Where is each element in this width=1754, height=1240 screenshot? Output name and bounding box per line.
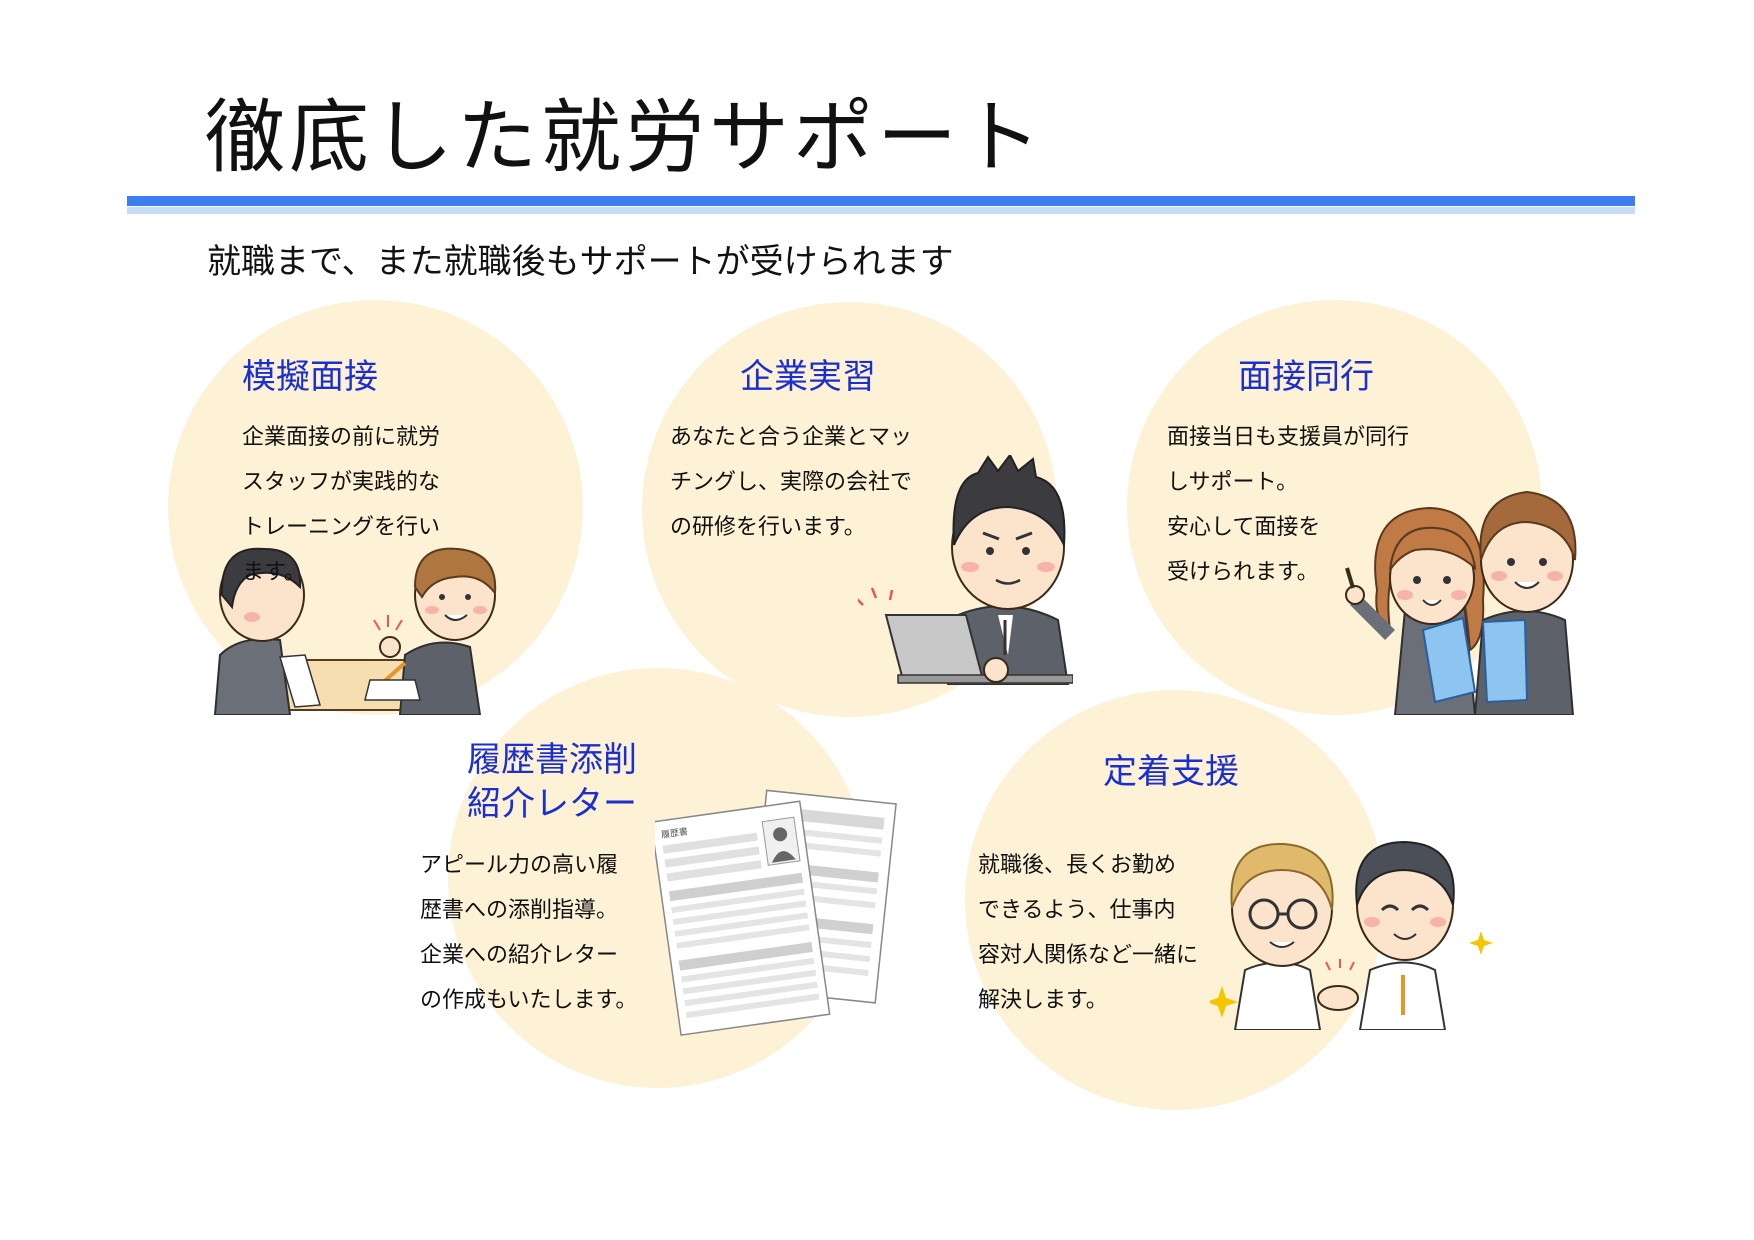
card-body-line: 面接当日も支援員が同行 — [1167, 425, 1410, 450]
title-underline — [127, 196, 1635, 206]
card-body-line: スタッフが実践的な — [242, 470, 441, 495]
mock-interview-illustration — [213, 547, 497, 715]
card-body-mock-interview: 企業面接の前に就労 スタッフが実践的な トレーニングを行い ます。 — [242, 415, 440, 595]
card-body-interview-accompany: 面接当日も支援員が同行 しサポート。 安心して面接を 受けられます。 — [1167, 415, 1409, 595]
resume-documents-illustration: 履歴書 — [655, 789, 897, 1036]
card-body-line: 企業への紹介レター — [420, 943, 619, 968]
card-heading-retention: 定着支援 — [1103, 752, 1239, 792]
card-body-line: の研修を行います。 — [670, 515, 866, 540]
card-body-line: 受けられます。 — [1167, 560, 1319, 585]
card-body-line: ます。 — [242, 560, 306, 585]
card-body-line: アピール力の高い履 — [420, 853, 619, 878]
card-body-line: 容対人関係など一緒に — [978, 943, 1199, 968]
interview-accompany-illustration — [1345, 490, 1577, 715]
card-body-line: の作成もいたします。 — [420, 988, 638, 1013]
card-body-line: 解決します。 — [978, 988, 1108, 1013]
card-body-line: 就職後、長くお勤め — [978, 853, 1177, 878]
page-title: 徹底した就労サポート — [205, 91, 1045, 184]
card-heading-line: 紹介レター — [467, 784, 637, 824]
card-body-line: あなたと合う企業とマッ — [670, 425, 913, 450]
card-body-internship: あなたと合う企業とマッ チングし、実際の会社で の研修を行います。 — [670, 415, 912, 550]
card-body-line: 企業面接の前に就労 — [242, 425, 441, 450]
card-body-line: トレーニングを行い — [242, 515, 441, 540]
page-subtitle: 就職まで、また就職後もサポートが受けられます — [207, 242, 954, 282]
internship-illustration — [858, 455, 1073, 685]
card-heading-line: 履歴書添削 — [467, 740, 637, 780]
card-body-line: 歴書への添削指導。 — [420, 898, 619, 923]
card-heading-internship: 企業実習 — [740, 357, 876, 397]
title-underline-shadow — [127, 207, 1635, 214]
card-heading-mock-interview: 模擬面接 — [242, 357, 378, 397]
card-heading-interview-accompany: 面接同行 — [1238, 357, 1374, 397]
card-body-line: 安心して面接を — [1167, 515, 1321, 540]
card-body-line: できるよう、仕事内 — [978, 898, 1176, 923]
card-body-line: しサポート。 — [1167, 470, 1299, 495]
card-heading-resume: 履歴書添削 紹介レター — [467, 738, 637, 826]
card-body-line: チングし、実際の会社で — [670, 470, 913, 495]
card-body-resume: アピール力の高い履 歴書への添削指導。 企業への紹介レター の作成もいたします。 — [420, 843, 637, 1023]
retention-handshake-illustration — [1210, 840, 1493, 1030]
resume-doc-label: 履歴書 — [660, 825, 688, 841]
card-body-retention: 就職後、長くお勤め できるよう、仕事内 容対人関係など一緒に 解決します。 — [978, 843, 1198, 1023]
